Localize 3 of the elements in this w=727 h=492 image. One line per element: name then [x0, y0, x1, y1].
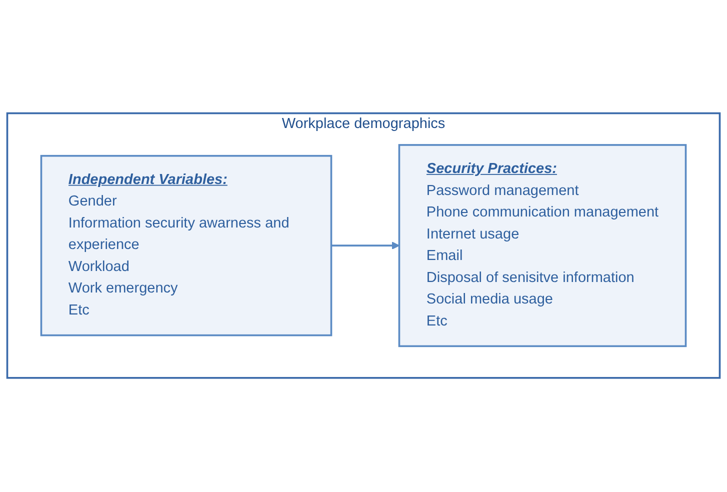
- node-box: Independent Variables: Gender Information security awarness and experience Workload Work emergency Etc: [40, 155, 332, 337]
- arrow: [331, 242, 400, 250]
- node-box: Security Practices: Password management Phone communication management Internet usage Email Disposal of senisitve information Social media usage Etc: [398, 144, 687, 348]
